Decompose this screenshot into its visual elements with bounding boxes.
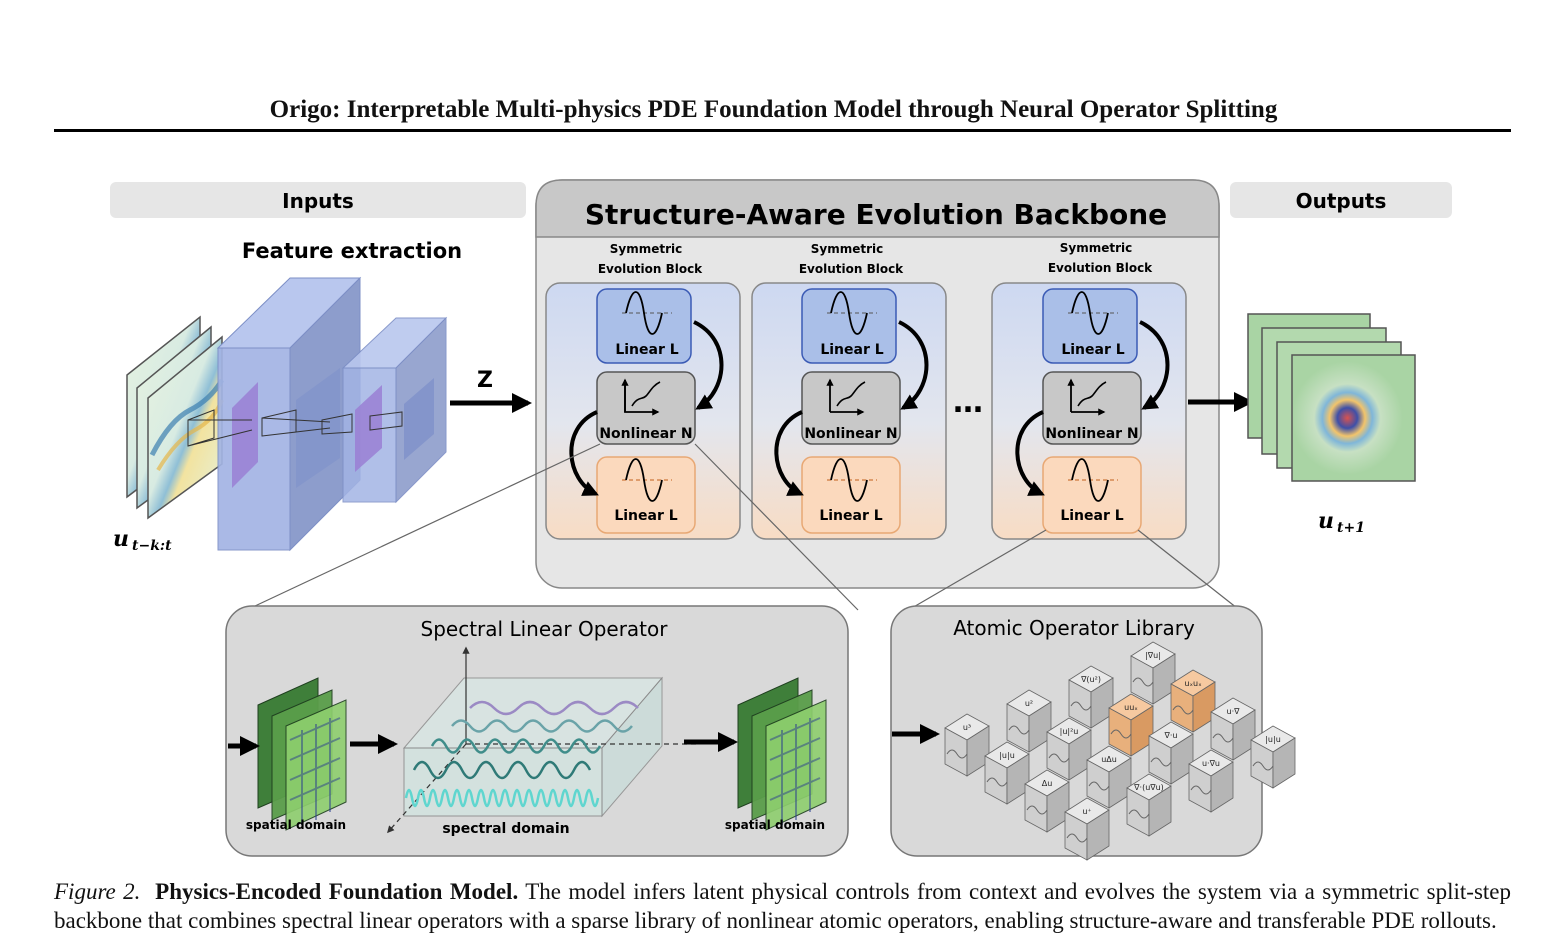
- spectral-domain-label: spectral domain: [442, 821, 569, 837]
- spectral-domain-box: [387, 646, 700, 834]
- operator-cube: |u|²u: [1046, 717, 1092, 781]
- operator-cube: uΔu: [1086, 745, 1132, 809]
- latent-label: Z: [477, 368, 493, 393]
- operator-term: u·∇u: [1202, 759, 1220, 768]
- operator-term: |∇u|: [1145, 651, 1161, 660]
- operator-term: uuₓ: [1124, 703, 1138, 712]
- input-frames: [126, 315, 225, 520]
- nonlinear-label: Nonlinear N: [804, 426, 897, 442]
- linear-op-top: [596, 288, 692, 364]
- operator-cube: Δu: [1024, 769, 1070, 833]
- nonlinear-label: Nonlinear N: [599, 426, 692, 442]
- linear-label-bottom: Linear L: [819, 508, 882, 524]
- linear-label-top: Linear L: [615, 342, 678, 358]
- operator-term: |u|²u: [1060, 727, 1079, 736]
- linear-op-top: [801, 288, 897, 364]
- block-title-line2: Evolution Block: [598, 262, 703, 276]
- operator-cube: ∇·u: [1148, 721, 1194, 785]
- cnn-block-small: [296, 316, 448, 504]
- operator-cube: u²: [1006, 689, 1052, 753]
- nonlinear-op: [596, 371, 696, 445]
- spatial-grid-left: [257, 677, 347, 831]
- operator-term: u²: [1025, 699, 1033, 708]
- architecture-figure: Inputs Feature extraction u t−k:t Z: [110, 179, 1452, 861]
- inputs-header-pill: [110, 182, 526, 218]
- spatial-domain-label-right: spatial domain: [725, 818, 825, 832]
- linear-label-bottom: Linear L: [614, 508, 677, 524]
- running-title: Origo: Interpretable Multi-physics PDE F…: [269, 96, 1278, 123]
- operator-term: ∇·u: [1164, 731, 1178, 740]
- block-title-line2: Evolution Block: [1048, 261, 1153, 275]
- operator-cube: ∇(u²): [1068, 665, 1114, 729]
- cnn-block-large: [216, 276, 362, 552]
- figure-caption: Figure 2. Physics-Encoded Foundation Mod…: [54, 877, 1511, 935]
- spatial-domain-label-left: spatial domain: [246, 818, 346, 832]
- operator-cube: u⁺: [1064, 797, 1110, 861]
- header-rule: [54, 129, 1511, 132]
- zoom-connectors: [254, 443, 1243, 613]
- caption-title: Physics-Encoded Foundation Model.: [155, 879, 519, 904]
- operator-term: |u|u: [1265, 735, 1281, 744]
- operator-cube: |u|u: [984, 741, 1030, 805]
- conv-kernels: [187, 409, 403, 447]
- nonlinear-op: [1042, 371, 1142, 445]
- output-subscript: t+1: [1337, 520, 1365, 536]
- output-symbol: u: [1318, 508, 1334, 534]
- outputs-header-pill: [1230, 182, 1452, 218]
- operator-term: u³: [963, 723, 971, 732]
- nonlinear-op: [801, 371, 901, 445]
- operator-term: u·∇: [1227, 707, 1241, 716]
- linear-label-top: Linear L: [820, 342, 883, 358]
- feature-extraction-label: Feature extraction: [242, 239, 462, 263]
- operator-cube: u·∇u: [1188, 749, 1234, 813]
- caption-body: The model infers latent physical control…: [54, 879, 1512, 933]
- nonlinear-label: Nonlinear N: [1045, 426, 1138, 442]
- operator-term: |u|u: [999, 751, 1015, 760]
- operator-cube: u³: [944, 713, 990, 777]
- operator-term: ∇(u²): [1080, 675, 1101, 684]
- outputs-label: Outputs: [1296, 189, 1387, 213]
- operator-term: u⁺: [1082, 807, 1091, 816]
- inputs-label: Inputs: [282, 189, 354, 213]
- operator-term: uₓuₓ: [1184, 679, 1202, 688]
- spatial-grid-right: [737, 677, 827, 831]
- operator-term: Δu: [1042, 779, 1053, 788]
- backbone-title: Structure-Aware Evolution Backbone: [585, 198, 1167, 231]
- output-frames: [1247, 313, 1416, 482]
- operator-term: ∇·(u∇u): [1133, 783, 1164, 792]
- block-ellipsis: …: [953, 385, 983, 420]
- block-title-line1: Symmetric: [610, 242, 683, 256]
- operator-term: uΔu: [1101, 755, 1117, 764]
- operator-cube: ∇·(u∇u): [1126, 773, 1172, 837]
- block-title-line1: Symmetric: [811, 242, 884, 256]
- input-symbol: u: [113, 526, 129, 552]
- evolution-block-3: Symmetric Evolution Block Linear L Nonli…: [991, 241, 1187, 540]
- atomic-panel-title: Atomic Operator Library: [953, 616, 1195, 640]
- linear-op-top: [1042, 288, 1138, 364]
- operator-cube: |∇u|: [1130, 641, 1176, 705]
- block-title-line2: Evolution Block: [799, 262, 904, 276]
- input-subscript: t−k:t: [132, 538, 172, 554]
- evolution-block-2: Symmetric Evolution Block Linear L Nonli…: [751, 242, 947, 540]
- spectral-panel-title: Spectral Linear Operator: [421, 617, 669, 641]
- caption-label: Figure 2.: [54, 879, 141, 904]
- operator-cube: |u|u: [1250, 725, 1296, 789]
- atomic-operator-cubes: |∇u| ∇(u²) uₓuₓ u² uuₓ u·∇ u³ |u|²u ∇·u |u|u |u|u u…: [944, 641, 1296, 861]
- linear-label-bottom: Linear L: [1060, 508, 1123, 524]
- linear-label-top: Linear L: [1061, 342, 1124, 358]
- evolution-block-1: Symmetric Evolution Block Linear L Nonli…: [545, 242, 741, 540]
- block-title-line1: Symmetric: [1060, 241, 1133, 255]
